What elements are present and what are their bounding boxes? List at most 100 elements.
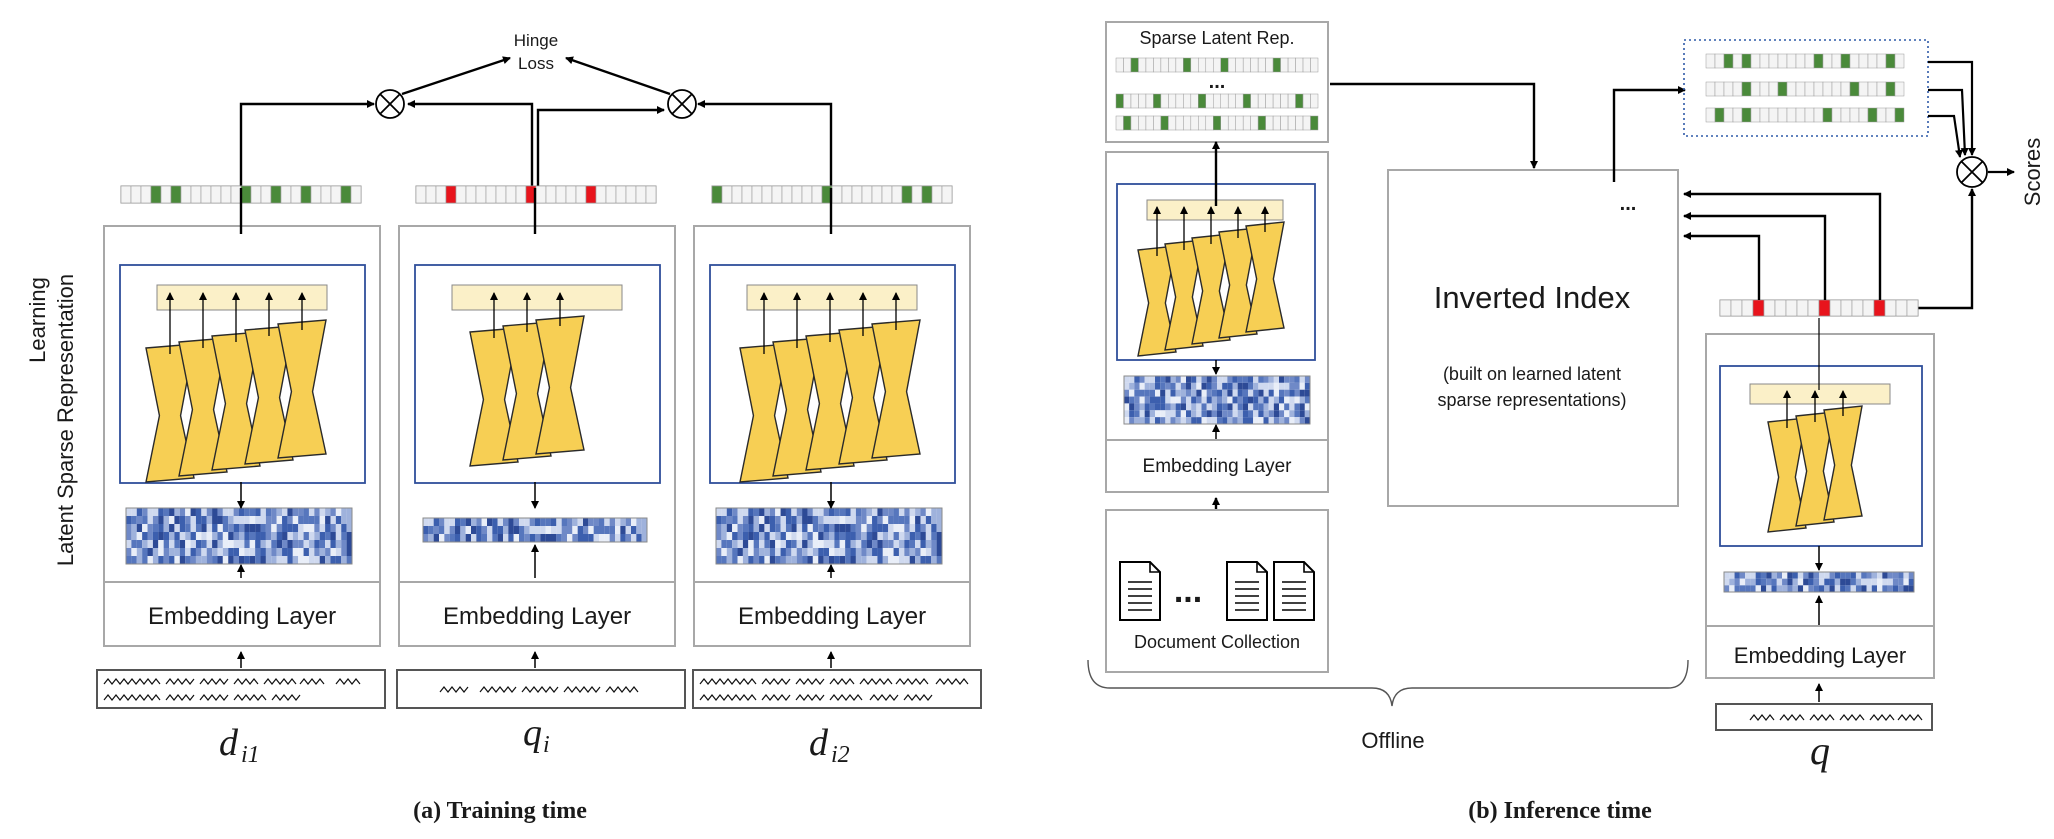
- vector-cell: [1265, 93, 1274, 109]
- embedding-cell: [748, 524, 754, 532]
- embedding-cell: [737, 508, 743, 516]
- vector-cell: [861, 185, 873, 204]
- embedding-cell: [1201, 410, 1207, 418]
- vector-cell: [505, 185, 517, 204]
- vector-cell: [1759, 107, 1770, 123]
- vector-cell: [1831, 81, 1842, 97]
- embedding-cell: [508, 526, 514, 534]
- vector-cell: [1752, 299, 1765, 317]
- inverted-index-box: [1387, 169, 1679, 507]
- embedding-cell: [1186, 410, 1192, 418]
- embedding-cell: [1180, 396, 1186, 404]
- vector-cell: [1777, 53, 1788, 69]
- embedding-layer-box-q: [398, 581, 676, 647]
- embedding-cell: [260, 524, 266, 532]
- embedding-cell: [228, 516, 234, 524]
- embedding-cell: [904, 524, 910, 532]
- vector-cell: [1804, 53, 1815, 69]
- embedding-cell: [1734, 578, 1740, 586]
- embedding-cell: [726, 516, 733, 524]
- embedding-cell: [174, 540, 180, 548]
- embedding-cell: [931, 540, 937, 548]
- vector-cell: [455, 185, 467, 204]
- embedding-cell: [126, 532, 132, 540]
- embedding-cell: [330, 540, 336, 548]
- vector-cell: [1280, 115, 1289, 131]
- embedding-cell: [1242, 417, 1248, 424]
- embedding-cell: [341, 516, 347, 524]
- embedding-cell: [920, 556, 926, 564]
- vector-cell: [1287, 115, 1296, 131]
- vector-cell: [1295, 57, 1304, 73]
- text-squiggle: [439, 686, 469, 693]
- embedding-cell: [341, 524, 347, 532]
- embedding-cell: [179, 532, 186, 540]
- embedding-cell: [764, 508, 770, 516]
- embedding-cell: [1196, 417, 1202, 424]
- embedding-cell: [282, 548, 288, 556]
- embedding-cell: [583, 534, 589, 542]
- embedding-cell: [1750, 572, 1756, 579]
- embedding-cell: [319, 516, 326, 524]
- embedding-cell: [212, 524, 218, 532]
- embedding-cell: [222, 556, 229, 564]
- vector-cell: [1190, 93, 1199, 109]
- vector-cell: [1235, 57, 1244, 73]
- embedding-layer-label-d2: Embedding Layer: [738, 603, 926, 630]
- embedding-cell: [308, 516, 315, 524]
- vector-cell: [1227, 115, 1236, 131]
- embedding-cell: [936, 532, 942, 540]
- vector-cell: [1235, 93, 1244, 109]
- vector-cell: [1183, 57, 1192, 73]
- embedding-cell: [1819, 578, 1825, 586]
- vector-cell: [1795, 53, 1806, 69]
- embedding-cell: [925, 532, 932, 540]
- embedding-cell: [265, 516, 272, 524]
- encoder-inner-box: [414, 264, 661, 484]
- vector-cell: [851, 185, 863, 204]
- vector-cell: [1840, 53, 1851, 69]
- embedding-cell: [471, 518, 477, 526]
- vector-cell: [1885, 81, 1896, 97]
- embedding-cell: [641, 534, 647, 542]
- embedding-cell: [308, 540, 315, 548]
- embedding-cell: [1180, 410, 1186, 418]
- embedding-cell: [1253, 396, 1259, 404]
- encoder-funnel: [871, 319, 921, 459]
- text-squiggle: [903, 694, 933, 701]
- vector-cell: [1123, 115, 1132, 131]
- vector-cell: [871, 185, 883, 204]
- embedding-cell: [888, 556, 894, 564]
- embedding-cell: [839, 524, 846, 532]
- embedding-cell: [1284, 389, 1290, 397]
- feature-bar: [451, 284, 623, 311]
- text-squiggle: [103, 678, 161, 685]
- embedding-cell: [1263, 410, 1269, 418]
- embedding-cell: [898, 524, 905, 532]
- embedding-cell: [487, 526, 493, 534]
- arrow-d1-to-product: [239, 100, 375, 190]
- embedding-cell: [233, 548, 239, 556]
- embedding-cell: [796, 540, 803, 548]
- embedding-cell: [545, 534, 551, 542]
- embedding-cell: [748, 508, 754, 516]
- embedding-cell: [147, 524, 153, 532]
- embedding-cell: [1242, 382, 1248, 390]
- embedding-cell: [1887, 572, 1893, 579]
- embedding-cell: [1289, 376, 1295, 383]
- embedding-cell: [866, 540, 873, 548]
- embedding-cell: [1144, 396, 1150, 404]
- embedding-cell: [158, 540, 164, 548]
- embedding-cell: [282, 508, 288, 516]
- embedding-cell: [1279, 396, 1285, 404]
- embedding-cell: [1808, 578, 1814, 586]
- funnel-stack: [469, 292, 585, 467]
- embedding-cell: [925, 540, 932, 548]
- vector-cell: [425, 185, 437, 204]
- embedding-cell: [812, 524, 819, 532]
- vector-cell: [1795, 107, 1806, 123]
- embedding-cell: [460, 526, 466, 534]
- embedding-cell: [158, 516, 164, 524]
- embedding-cell: [1237, 389, 1243, 397]
- embedding-cell: [222, 508, 229, 516]
